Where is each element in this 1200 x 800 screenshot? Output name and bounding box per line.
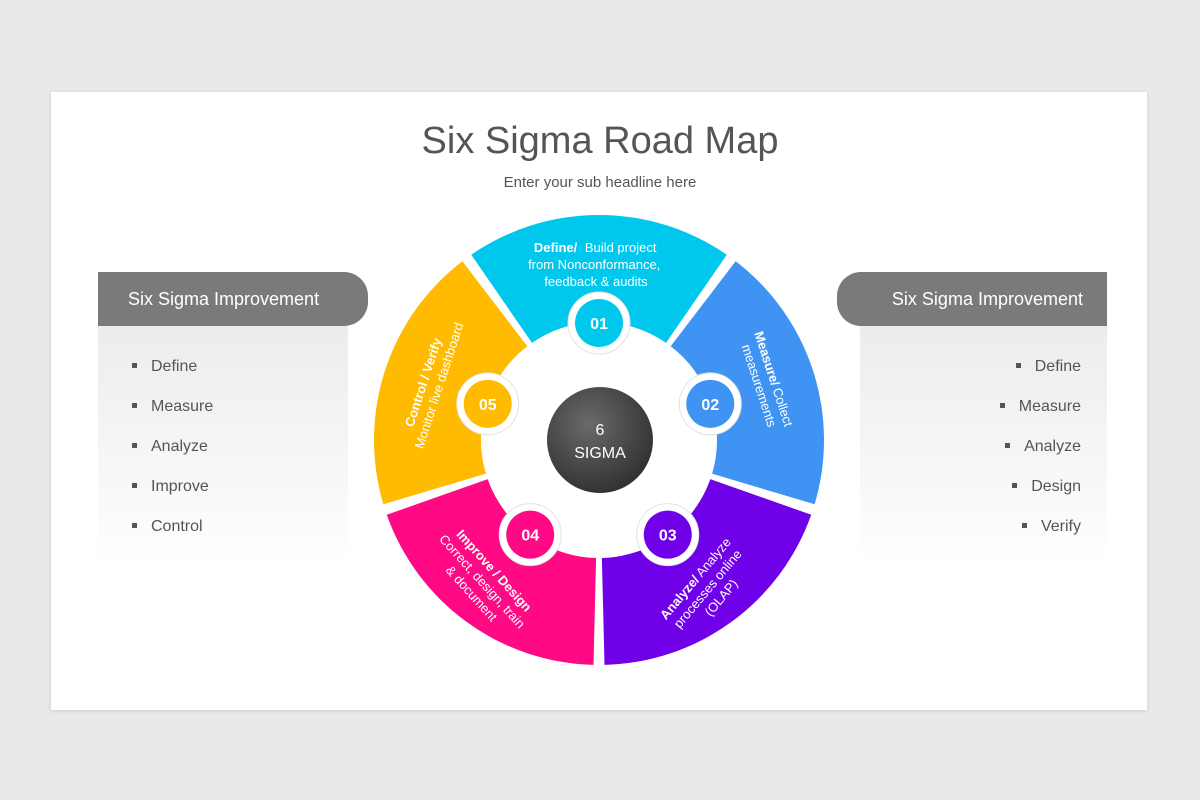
list-item-label: Improve <box>151 478 209 495</box>
bullet-icon <box>132 402 137 408</box>
segment-01-line-2: from Nonconformance, <box>528 257 660 272</box>
bullet-icon <box>132 442 137 448</box>
center-circle <box>547 387 653 493</box>
badge-circle <box>575 299 623 347</box>
left-panel-list: Define Measure Analyze Improve Control <box>132 347 213 547</box>
list-item: Verify <box>1000 507 1081 547</box>
segment-04 <box>386 476 597 665</box>
badge-circle <box>463 379 512 428</box>
badge-circle <box>686 379 735 428</box>
list-item: Design <box>1000 467 1081 507</box>
segments-layer <box>374 215 824 665</box>
segment-05-badge: 05 <box>456 372 520 436</box>
badge-circle <box>643 510 692 559</box>
bullet-icon <box>132 362 137 368</box>
segment-05 <box>374 261 533 505</box>
right-panel-background <box>860 326 1107 566</box>
list-item-label: Verify <box>1040 518 1081 535</box>
list-item: Improve <box>132 467 213 507</box>
list-item-label: Design <box>1031 478 1081 495</box>
page-subtitle: Enter your sub headline here <box>503 174 697 191</box>
list-item-label: Measure <box>1018 398 1081 415</box>
list-item: Measure <box>132 387 213 427</box>
badge-circle <box>506 510 555 559</box>
left-panel-background <box>98 326 348 566</box>
segment-02-badge: 02 <box>678 372 742 436</box>
badge-number: 04 <box>521 528 539 545</box>
center-line-2: SIGMA <box>574 445 626 462</box>
segment-01-title: Define/ <box>534 240 578 255</box>
list-item-label: Measure <box>151 398 214 415</box>
list-item-label: Control <box>151 518 203 535</box>
center-line-1: 6 <box>596 422 605 439</box>
badges-layer: 01 02 03 04 05 <box>456 291 742 567</box>
segment-03-badge: 03 <box>636 503 700 567</box>
left-panel-header: Six Sigma Improvement <box>98 272 368 326</box>
bullet-icon <box>132 482 137 488</box>
badge-number: 03 <box>659 528 677 545</box>
list-item: Analyze <box>132 427 213 467</box>
bullet-icon <box>1021 522 1027 528</box>
list-item-label: Define <box>1034 358 1081 375</box>
bullet-icon <box>1015 362 1021 368</box>
bullet-icon <box>1005 442 1011 448</box>
list-item: Define <box>1000 347 1081 387</box>
bullet-icon <box>999 402 1005 408</box>
list-item-label: Analyze <box>151 438 208 455</box>
segment-02 <box>665 261 824 505</box>
list-item-label: Define <box>151 358 198 375</box>
segment-01-line-3: feedback & audits <box>544 274 648 289</box>
segment-03 <box>601 476 812 665</box>
segment-01-text: Define/ Build project from Nonconformanc… <box>528 240 664 289</box>
bullet-icon <box>132 522 137 528</box>
badge-number: 01 <box>590 316 608 333</box>
segment-04-badge: 04 <box>498 503 562 567</box>
badge-number: 05 <box>479 397 497 414</box>
right-panel-list: Define Measure Analyze Design Verify <box>999 347 1081 547</box>
segment-01-line-1: Build project <box>585 240 657 255</box>
list-item: Analyze <box>1000 427 1081 467</box>
list-item: Define <box>132 347 213 387</box>
page-title: Six Sigma Road Map <box>421 120 779 162</box>
segment-01-badge: 01 <box>567 291 631 355</box>
list-item-label: Analyze <box>1024 438 1081 455</box>
center-badge: 6 SIGMA <box>547 387 653 493</box>
badge-number: 02 <box>701 397 719 414</box>
bullet-icon <box>1012 482 1018 488</box>
segment-01 <box>471 215 727 350</box>
list-item: Measure <box>999 387 1081 427</box>
right-panel-header: Six Sigma Improvement <box>837 272 1107 326</box>
list-item: Control <box>132 507 213 547</box>
